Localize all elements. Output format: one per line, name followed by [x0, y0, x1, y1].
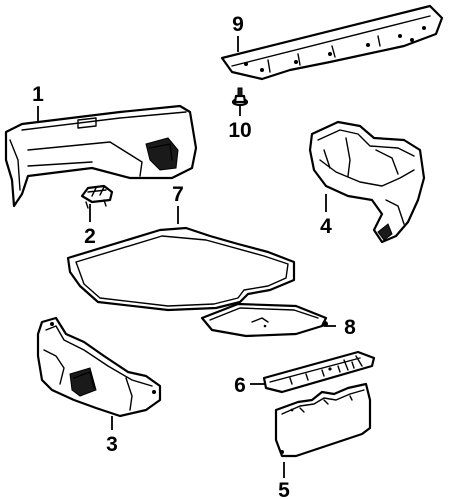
trunk-side-trim-panel-right: [308, 120, 426, 244]
trunk-side-trim-lower: [36, 316, 162, 418]
callout-4: 4: [320, 215, 332, 238]
callout-3: 3: [106, 433, 118, 456]
push-fastener: [231, 87, 249, 107]
callout-9: 9: [232, 13, 244, 36]
callout-8: 8: [344, 316, 356, 339]
trunk-sill-plate: [262, 350, 376, 394]
callout-1: 1: [32, 83, 44, 106]
callout-2: 2: [84, 225, 96, 248]
rear-trunk-trim-panel: [274, 382, 372, 458]
trunk-lid-trim-panel: [220, 4, 444, 81]
trunk-floor-mat: [66, 226, 296, 312]
callout-labels: 1 2 3 4 5 6 7 8 9 10: [32, 13, 356, 500]
leader-lines: [37, 36, 336, 478]
spare-tire-cover: [200, 302, 328, 338]
callout-7: 7: [172, 183, 184, 206]
trunk-side-trim-panel-left: [4, 104, 198, 208]
callout-10: 10: [228, 119, 251, 142]
retainer-clip: [80, 184, 114, 209]
callout-5: 5: [278, 479, 290, 500]
callout-6: 6: [234, 374, 246, 397]
